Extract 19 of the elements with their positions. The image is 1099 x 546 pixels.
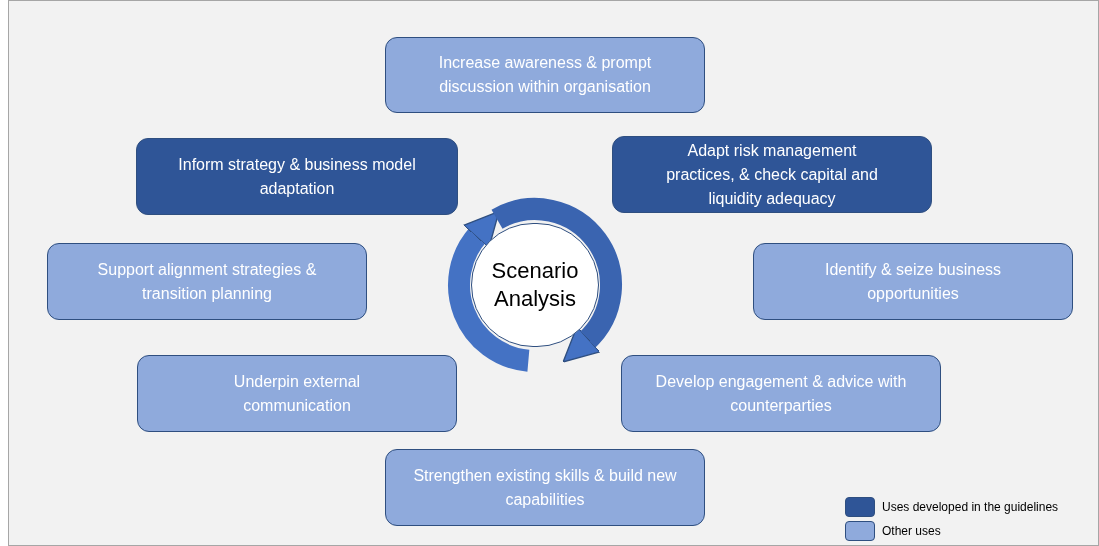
use-box [385, 37, 705, 113]
use-text: Support alignment strategies & transition planning [96, 259, 318, 304]
use-box [137, 355, 457, 432]
use-box [621, 355, 941, 432]
use-text: Identify & seize business opportunities [823, 259, 1003, 304]
legend-text: Other uses [882, 523, 941, 540]
use-box [612, 136, 932, 213]
use-text: Adapt risk management practices, & check capital and liquidity adequacy [665, 140, 879, 209]
use-text: Inform strategy & business model adaptation [177, 154, 417, 199]
use-box [385, 449, 705, 526]
use-text: Develop engagement & advice with counterparties [654, 371, 908, 416]
use-text: Increase awareness & prompt discussion within organisation [437, 53, 653, 97]
use-text: Underpin external communication [232, 371, 362, 416]
legend-text: Uses developed in the guidelines [882, 499, 1059, 516]
use-text: Strengthen existing skills & build new capabilities [412, 465, 678, 510]
use-box [136, 138, 458, 215]
use-box [47, 243, 367, 320]
use-box [753, 243, 1073, 320]
center-title: Scenario Analysis [490, 257, 580, 313]
